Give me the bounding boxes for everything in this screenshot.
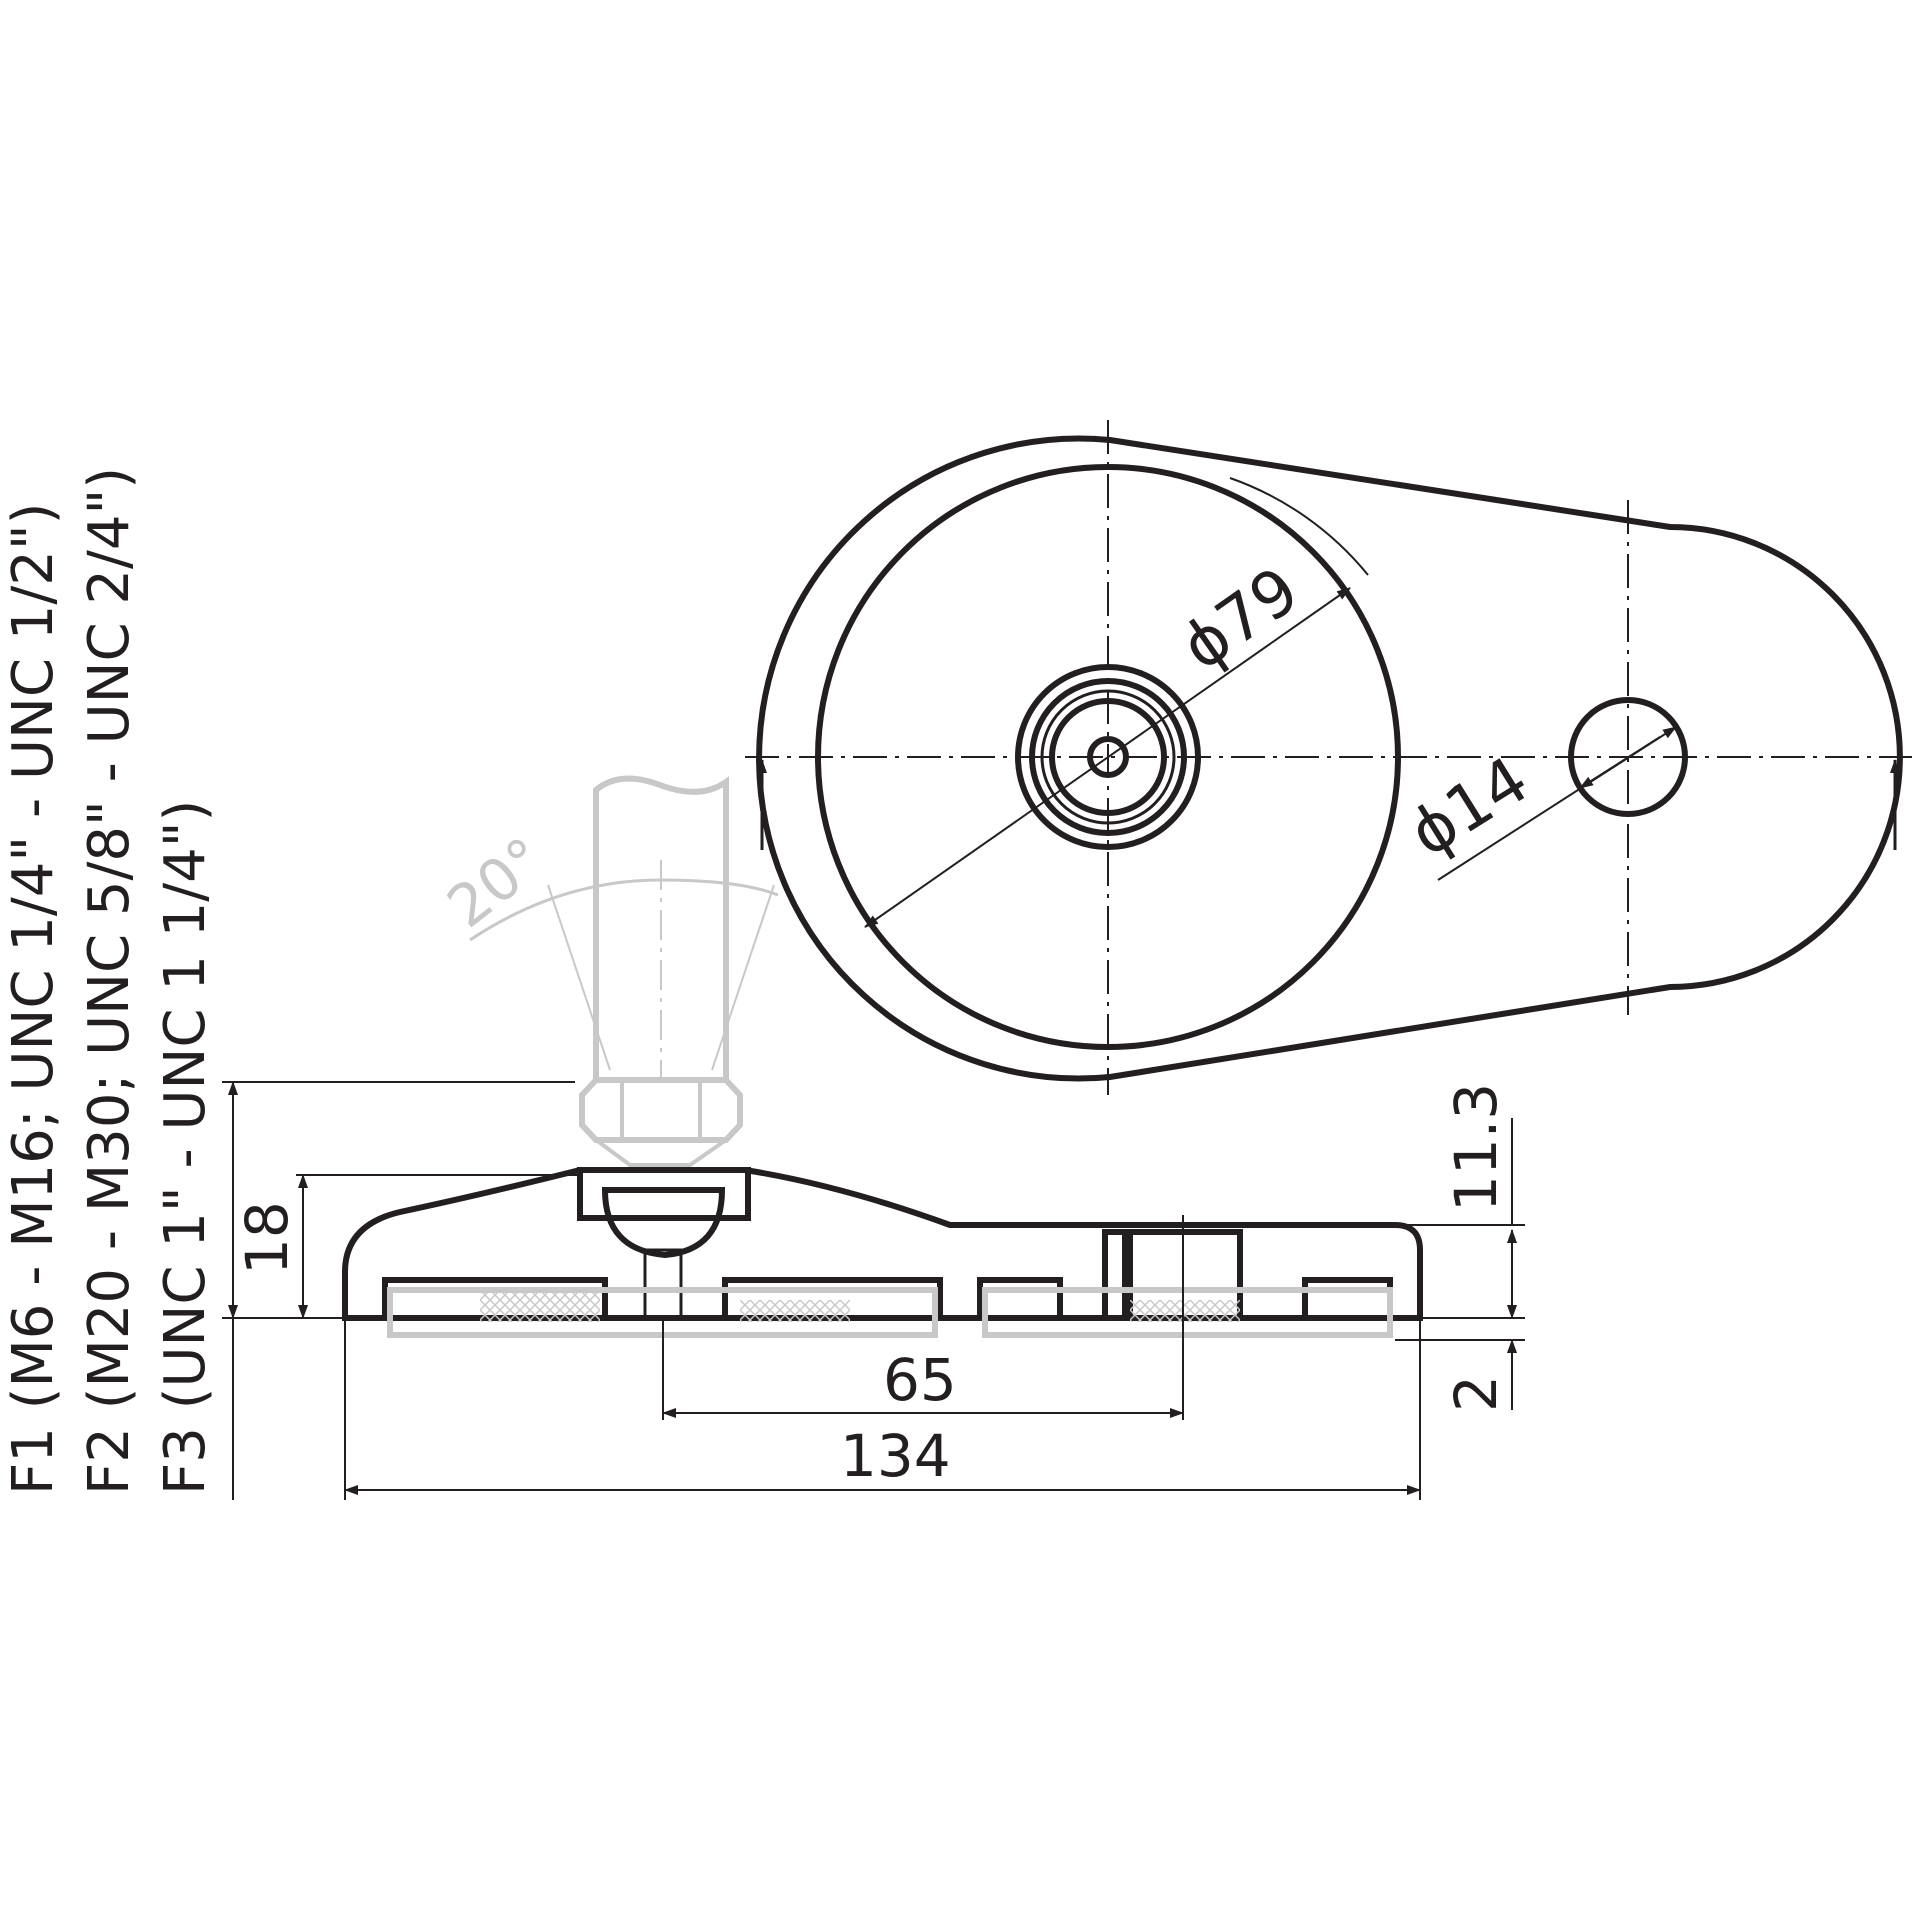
dim-65-label: 65 [883, 1346, 957, 1414]
dim-134-label: 134 [840, 1422, 951, 1490]
cavity-right-b [1102, 1229, 1128, 1321]
phantom-stem: 20° [435, 775, 779, 1167]
socket-cap [577, 1167, 751, 1221]
socket-stem [643, 1248, 683, 1320]
base-outline [756, 435, 1903, 1082]
angle-label: 20° [435, 824, 558, 941]
top-view: ϕ79 ϕ14 [745, 420, 1912, 1095]
dim-14-arrow-2 [1579, 736, 1661, 789]
dim-18-label: 18 [233, 1201, 301, 1275]
cavity-right-d [1302, 1277, 1393, 1321]
socket-ball [601, 1187, 726, 1259]
variant-f3: F3 (UNC 1" - UNC 1 1/4") [153, 800, 218, 1495]
dim-2-label: 2 [1442, 1375, 1510, 1412]
side-dimensions: 18 65 134 11.3 2 [222, 1081, 1525, 1500]
cavity-right-a [977, 1277, 1063, 1321]
dim-79-line [864, 587, 1351, 928]
dim-79-arc [1229, 477, 1369, 576]
variant-notes: F1 (M6 - M16; UNC 1/4" - UNC 1/2") F2 (M… [1, 467, 218, 1495]
side-view: 20° [342, 775, 1423, 1338]
dim-11-3-label: 11.3 [1442, 1083, 1510, 1212]
variant-f2: F2 (M20 - M30; UNC 5/8" - UNC 2/4") [77, 467, 142, 1495]
variant-f1: F1 (M6 - M16; UNC 1/4" - UNC 1/2") [1, 503, 66, 1495]
dim-14-label: ϕ14 [1397, 743, 1541, 871]
